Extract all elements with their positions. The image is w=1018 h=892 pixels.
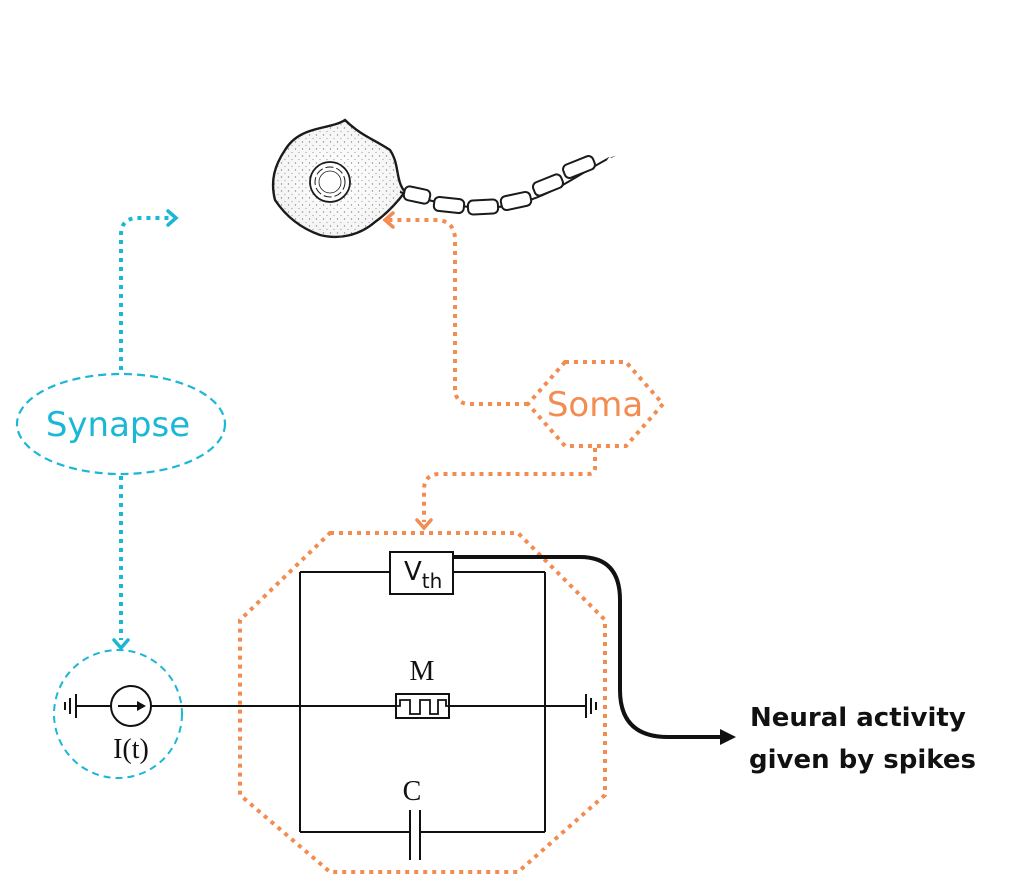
- neuron-illustration: [177, 12, 693, 328]
- myelin-sheaths: [402, 155, 596, 216]
- axon: [399, 154, 616, 216]
- synapse-label: Synapse: [46, 405, 190, 445]
- current-source-label: I(t): [113, 734, 149, 765]
- axon-terminals: [582, 82, 693, 225]
- soma-arrow-head-down: [415, 518, 433, 531]
- memristor-box[interactable]: [395, 693, 450, 719]
- ground-right-icon: [585, 694, 597, 718]
- output-label-line1: Neural activity: [750, 703, 966, 733]
- threshold-box[interactable]: [389, 551, 454, 595]
- synapse-to-dendrite-connector: [119, 216, 172, 370]
- threshold-label-main: V: [404, 557, 422, 587]
- current-source-boundary: [53, 649, 183, 779]
- capacitor-label: C: [403, 776, 422, 807]
- ground-left-icon: [64, 694, 77, 718]
- memristor-label: M: [410, 656, 435, 687]
- nucleus: [309, 161, 351, 203]
- spike-output-line: [453, 555, 722, 739]
- synapse-node[interactable]: [15, 372, 227, 476]
- circuit: I(t) Vth M C: [64, 551, 736, 860]
- soma-arrow-head-left: [382, 211, 395, 229]
- soma-group: Soma: [238, 211, 666, 874]
- synapse-arrow-head-down: [112, 638, 130, 651]
- soma-node[interactable]: [525, 360, 666, 448]
- spike-output-arrow-icon: [720, 729, 736, 745]
- synapse-group: Synapse: [15, 209, 227, 779]
- soma-to-cellbody-connector: [388, 218, 528, 406]
- soma-to-circuit-connector: [422, 448, 597, 522]
- output-label-line2: given by spikes: [749, 745, 976, 775]
- synapse-arrow-head-up: [166, 209, 179, 227]
- threshold-label: Vth: [404, 557, 442, 593]
- threshold-label-sub: th: [422, 569, 443, 593]
- capacitor-icon[interactable]: [409, 810, 421, 860]
- memristor-pulse-icon: [396, 699, 449, 715]
- current-source-icon[interactable]: [110, 685, 152, 727]
- soma-label: Soma: [547, 385, 643, 425]
